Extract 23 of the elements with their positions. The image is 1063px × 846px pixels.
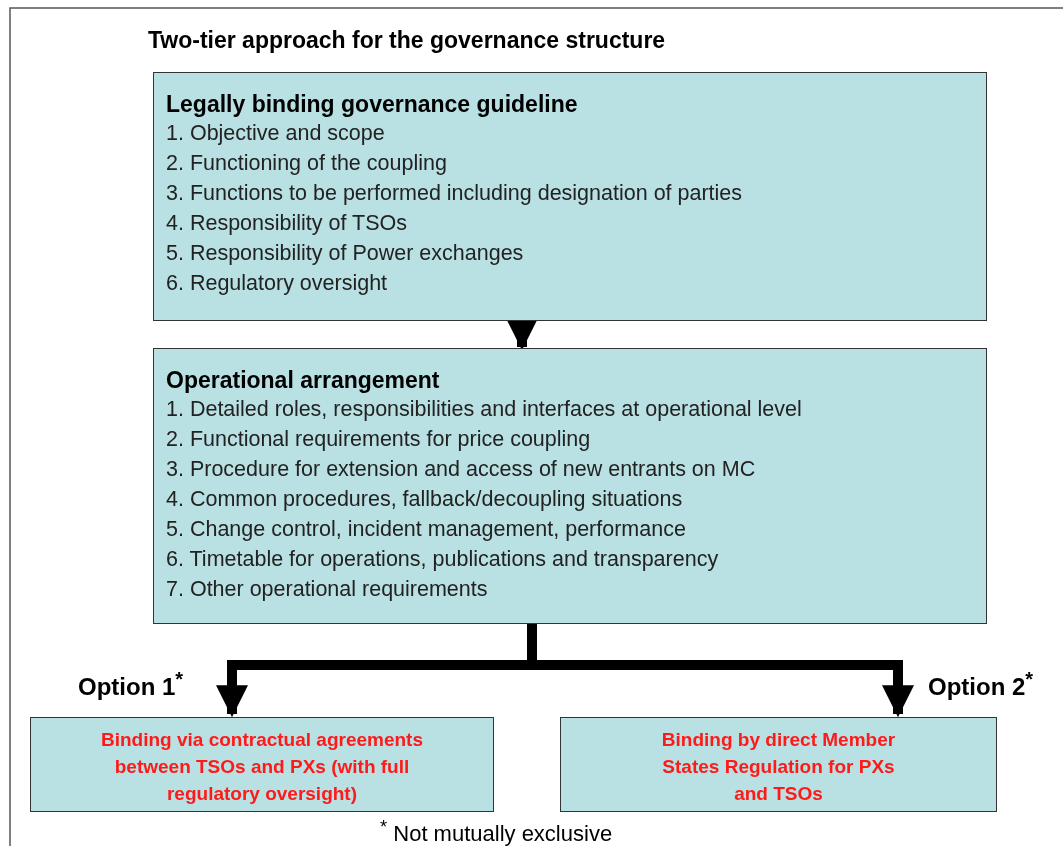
list-item: 4. Common procedures, fallback/decoupling situations (166, 487, 683, 512)
text-box (30, 717, 494, 812)
list-item: 6. Timetable for operations, publications and transparency (166, 547, 719, 572)
box-heading: Legally binding governance guideline (166, 91, 578, 118)
list-item: 6. Regulatory oversight (166, 271, 388, 296)
list-item: 3. Procedure for extension and access of new entrants on MC (166, 457, 756, 482)
box-text: Binding by direct Member States Regulation for PXs and TSOs (660, 728, 897, 806)
list-item: 1. Detailed roles, responsibilities and interfaces at operational level (166, 397, 802, 422)
footnote: $^{*}$ Not mutually exclusive (380, 816, 613, 846)
list-item: 7. Other operational requirements (166, 577, 488, 602)
list-item: 5. Responsibility of Power exchanges (166, 241, 524, 266)
list-item: 2. Functioning of the coupling (166, 151, 447, 176)
text-box (560, 717, 997, 812)
list-item: 1. Objective and scope (166, 121, 385, 146)
list-item: 4. Responsibility of TSOs (166, 211, 407, 236)
list-item: 2. Functional requirements for price coupling (166, 427, 591, 452)
diagram-title: Two-tier approach for the governance structure (148, 27, 666, 54)
text-box (153, 72, 987, 321)
box-text: Binding via contractual agreements between TSOs and PXs (with full regulatory oversight) (100, 728, 424, 806)
list-item: 3. Functions to be performed including designation of parties (166, 181, 743, 206)
list-item: 5. Change control, incident management, performance (166, 517, 686, 542)
box-heading: Operational arrangement (166, 367, 440, 394)
text-box (153, 348, 987, 624)
